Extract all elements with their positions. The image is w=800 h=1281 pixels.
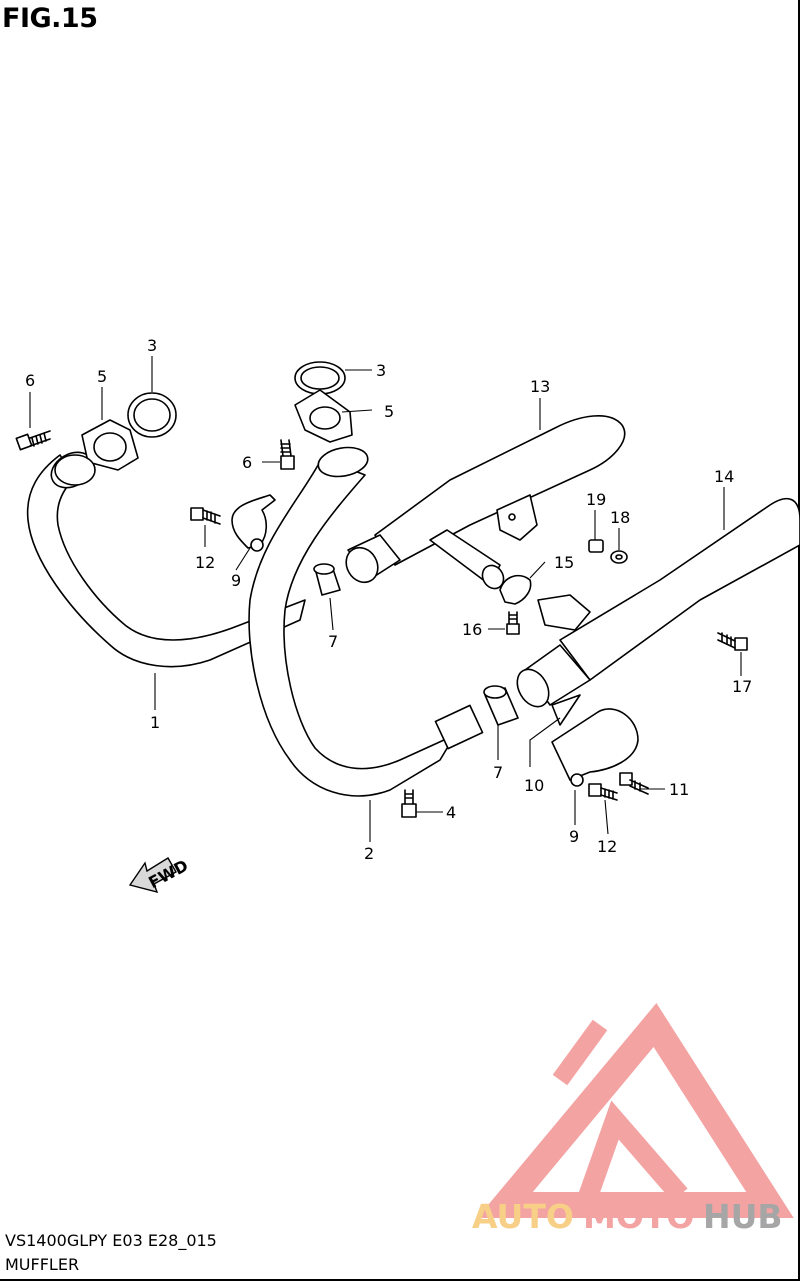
diagram-caption: MUFFLER	[5, 1255, 80, 1274]
clamp-15	[499, 574, 532, 605]
callout-18: 18	[610, 508, 630, 527]
callout-7: 7	[493, 763, 503, 782]
gasket-3-left	[127, 392, 177, 438]
heat-shield-9	[551, 708, 639, 787]
flange-5-right	[294, 389, 353, 443]
connector-pipe-7-right	[483, 685, 519, 726]
callout-labels: 6 5 3 3 5 6 12 9 7 1 2 4 7 10 9 12 11 13…	[25, 336, 752, 863]
callout-1: 1	[150, 713, 160, 732]
clamp-8	[231, 494, 276, 552]
washer-18	[610, 550, 628, 564]
model-code: VS1400GLPY E03 E28_015	[5, 1231, 217, 1250]
callout-4: 4	[446, 803, 456, 822]
callout-9: 9	[569, 827, 579, 846]
callout-8: 9	[231, 571, 241, 590]
bolt-12-lower	[588, 783, 618, 801]
leader-lines	[29, 356, 742, 842]
muffler-13	[345, 414, 626, 590]
callout-6: 6	[25, 371, 35, 390]
callout-5: 5	[97, 367, 107, 386]
automotohub-logo: AUTO MOTO HUB	[472, 1003, 794, 1236]
bolt-6-right	[280, 439, 295, 470]
callout-5: 5	[384, 402, 394, 421]
exhaust-pipe-2	[248, 446, 484, 797]
bolt-17	[717, 632, 748, 651]
callout-3: 3	[147, 336, 157, 355]
bolt-6-left	[15, 430, 51, 451]
callout-14: 14	[714, 467, 734, 486]
logo-hub: HUB	[703, 1197, 783, 1236]
logo-moto: MOTO	[583, 1197, 694, 1236]
callout-19: 19	[586, 490, 606, 509]
connector-pipe-7-left	[313, 563, 341, 596]
callout-13: 13	[530, 377, 550, 396]
callout-16: 16	[462, 620, 482, 639]
figure-title: FIG.15	[2, 3, 98, 34]
callout-11: 11	[669, 780, 689, 799]
bracket-10	[551, 694, 581, 726]
callout-10: 10	[524, 776, 544, 795]
callout-6: 6	[242, 453, 252, 472]
muffler-14	[516, 497, 800, 708]
bolt-11	[619, 772, 649, 795]
logo-auto: AUTO	[472, 1197, 574, 1236]
callout-7: 7	[328, 632, 338, 651]
bolt-12-upper	[190, 507, 221, 525]
callout-15: 15	[554, 553, 574, 572]
fwd-arrow: FWD	[128, 856, 191, 894]
callout-12: 12	[195, 553, 215, 572]
bolt-16	[506, 611, 520, 635]
bolt-4	[401, 789, 417, 818]
callout-17: 17	[732, 677, 752, 696]
callout-2: 2	[364, 844, 374, 863]
nut-19	[588, 539, 604, 553]
callout-3: 3	[376, 361, 386, 380]
callout-12: 12	[597, 837, 617, 856]
pipe-1-ring	[54, 454, 96, 486]
